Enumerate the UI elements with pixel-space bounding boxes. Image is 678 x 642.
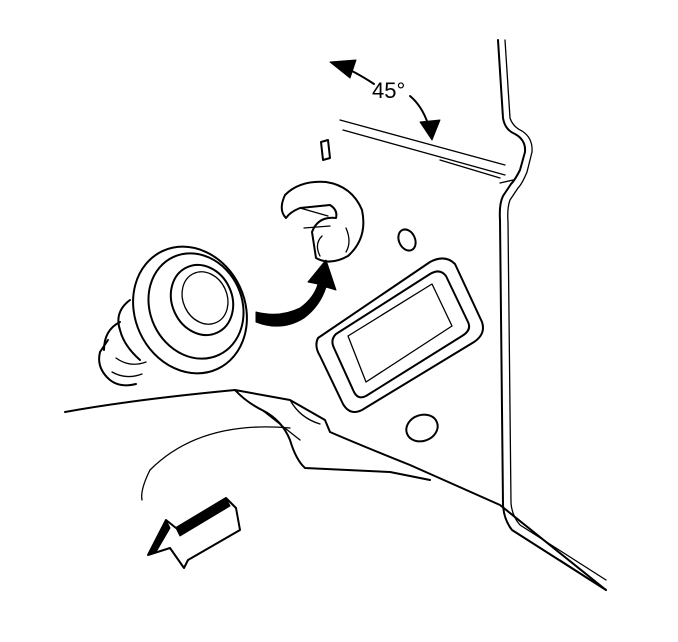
floor-panel-contour <box>64 389 607 591</box>
forward-direction-arrow-icon <box>147 497 241 569</box>
install-arrow-icon <box>255 259 337 327</box>
rectangular-panel <box>315 257 484 413</box>
mounting-hole-lower <box>405 413 439 443</box>
mounting-hole-upper <box>397 228 417 252</box>
round-plug <box>98 245 248 387</box>
body-panel-edge <box>497 39 607 591</box>
locating-slot <box>320 139 331 161</box>
rotation-angle-label: 45° <box>372 78 405 103</box>
rotation-arrow-icon <box>329 59 441 141</box>
retainer-clip <box>280 180 365 263</box>
panel-seam-lines <box>339 119 506 179</box>
